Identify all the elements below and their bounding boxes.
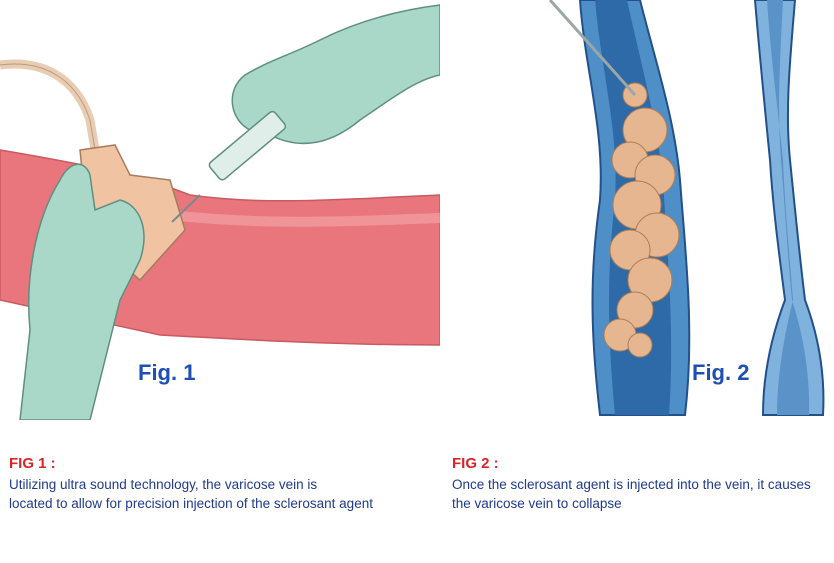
ultrasound-cable [0,59,100,151]
ultrasound-injection-drawing [0,4,440,420]
syringe [171,110,287,223]
fig2-label: Fig. 2 [692,360,750,385]
sclerosant-foam [603,82,680,358]
fig2-caption-text: Once the sclerosant agent is injected in… [452,475,832,513]
fig1-caption-line: located to allow for precision injection… [9,496,373,511]
fig2-caption-line: the varicose vein to collapse [452,496,622,511]
right-glove [231,4,440,145]
fig1-caption-line: Utilizing ultra sound technology, the va… [9,477,318,492]
fig2-caption-line: Once the sclerosant agent is injected in… [452,477,811,492]
left-glove [19,163,145,420]
injection-needle [548,0,637,97]
fig1-caption-title: FIG 1 : [9,455,56,472]
fig1-label: Fig. 1 [138,360,196,385]
fig1-illustration [0,0,440,420]
collapsed-vein [753,0,825,416]
fig2-illustration [545,0,834,420]
fig1-caption-text: Utilizing ultra sound technology, the va… [9,475,409,513]
fig2-caption-title: FIG 2 : [452,455,499,472]
vein-foam-drawing [548,0,825,416]
